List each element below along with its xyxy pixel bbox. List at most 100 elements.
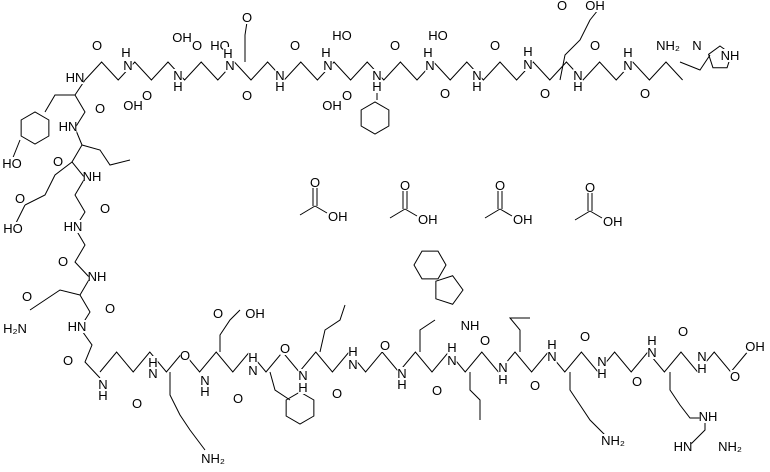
atom-label: O [332, 386, 342, 401]
atom-label-background [98, 389, 108, 402]
atom-label-background [63, 354, 73, 367]
atom-label-background [148, 367, 158, 380]
atom-label: O [242, 88, 252, 103]
atom-label: N [248, 363, 257, 378]
phenylalanine-side-chain-bottom [269, 371, 291, 401]
leucine-side-chain [81, 144, 131, 166]
backbone-bottom [99, 351, 748, 373]
acetic-acid: OOH [484, 178, 533, 227]
methyl-bond [389, 208, 406, 219]
atom-label: H [321, 45, 330, 60]
atom-label-background [200, 374, 210, 387]
atom-label: N [298, 368, 307, 383]
atom-label: O [342, 88, 352, 103]
atom-label: H [523, 44, 532, 59]
atom-label-background [372, 69, 382, 82]
atom-label: HN [68, 319, 87, 334]
atom-label-background [200, 452, 226, 465]
hydroxyl-bond [589, 210, 603, 219]
atom-label: H [498, 372, 507, 387]
atom-label: N [425, 58, 434, 73]
atom-label-background [100, 202, 110, 215]
atom-label: N [447, 353, 456, 368]
atom-label-background [348, 358, 358, 371]
atom-label: O [640, 86, 650, 101]
atom-label: N [573, 68, 582, 83]
atom-label: N [148, 366, 157, 381]
atom-label: O [180, 348, 190, 363]
atom-label: N [692, 38, 701, 53]
atom-label: NH₂ [201, 451, 225, 466]
atom-label-background [498, 373, 508, 386]
hydroxyl-bond [404, 208, 418, 217]
atom-label-background [333, 29, 351, 42]
lysine-side-chain-bottom [569, 372, 606, 436]
carbonyl-oxygen-label: O [310, 175, 320, 190]
atom-label: N [523, 57, 532, 72]
atom-label: H [472, 79, 481, 94]
atom-label-background [225, 59, 235, 72]
atom-label-background [717, 440, 743, 453]
atom-label-background [3, 157, 21, 170]
atom-label: O [678, 324, 688, 339]
atom-label: H [397, 377, 406, 392]
atom-label-background [290, 39, 300, 52]
phenylalanine-ring-top [360, 101, 390, 135]
atom-label-background [440, 87, 450, 100]
atom-label-background [95, 102, 105, 115]
atom-label-background [600, 434, 626, 447]
atom-label: H [298, 380, 307, 395]
atom-label-background [674, 440, 692, 453]
atom-label-background [332, 387, 342, 400]
atom-label-background [105, 302, 115, 315]
acetic-acid: OOH [574, 180, 623, 229]
aspartate-side-chain [244, 21, 248, 62]
atom-label-background [4, 222, 22, 235]
atom-label: H [697, 361, 706, 376]
atom-label-background [348, 345, 358, 358]
atom-label: OH [172, 30, 192, 45]
atom-label: O [380, 338, 390, 353]
atom-label: O [132, 396, 142, 411]
atom-label-background [298, 369, 308, 382]
methyl-bond [574, 210, 591, 221]
atom-label: H [223, 46, 232, 61]
atom-label: N [697, 349, 706, 364]
atom-label-background [623, 59, 633, 72]
atom-label-background [597, 355, 607, 368]
atom-label: NH₂ [718, 439, 742, 454]
atom-label: NH₂ [656, 38, 680, 53]
atom-label-background [68, 320, 86, 333]
atom-label: O [557, 0, 567, 13]
atom-label-background [142, 89, 152, 102]
atom-label: N [623, 58, 632, 73]
atom-label-background [248, 351, 258, 364]
tryptophan-side-chain [419, 319, 436, 352]
atom-label: O [53, 154, 63, 169]
atom-label: N [647, 345, 656, 360]
atom-label: O [390, 38, 400, 53]
atom-label-background [498, 361, 508, 374]
hydroxyl-label: OH [418, 212, 438, 227]
atom-label-background [233, 392, 243, 405]
bonds-group [11, 9, 748, 451]
histidine-side-chain [679, 54, 711, 71]
atom-label: NH₂ [601, 433, 625, 448]
glutamate-side-chain [14, 161, 73, 226]
atom-label: HO [332, 28, 352, 43]
atom-label: O [490, 38, 500, 53]
atom-label-background [461, 319, 479, 332]
atom-label-background [647, 334, 657, 347]
atom-label-background [573, 69, 583, 82]
methyl-bond [299, 205, 316, 216]
atom-label: H [275, 79, 284, 94]
atom-label: H [200, 384, 209, 399]
atom-label-background [697, 362, 707, 375]
atom-label-background [423, 46, 433, 59]
atom-label-background [248, 364, 258, 377]
atom-label-background [123, 59, 133, 72]
atom-label-background [58, 255, 68, 268]
acetic-acid: OOH [389, 178, 438, 227]
atom-label: OH [123, 98, 143, 113]
